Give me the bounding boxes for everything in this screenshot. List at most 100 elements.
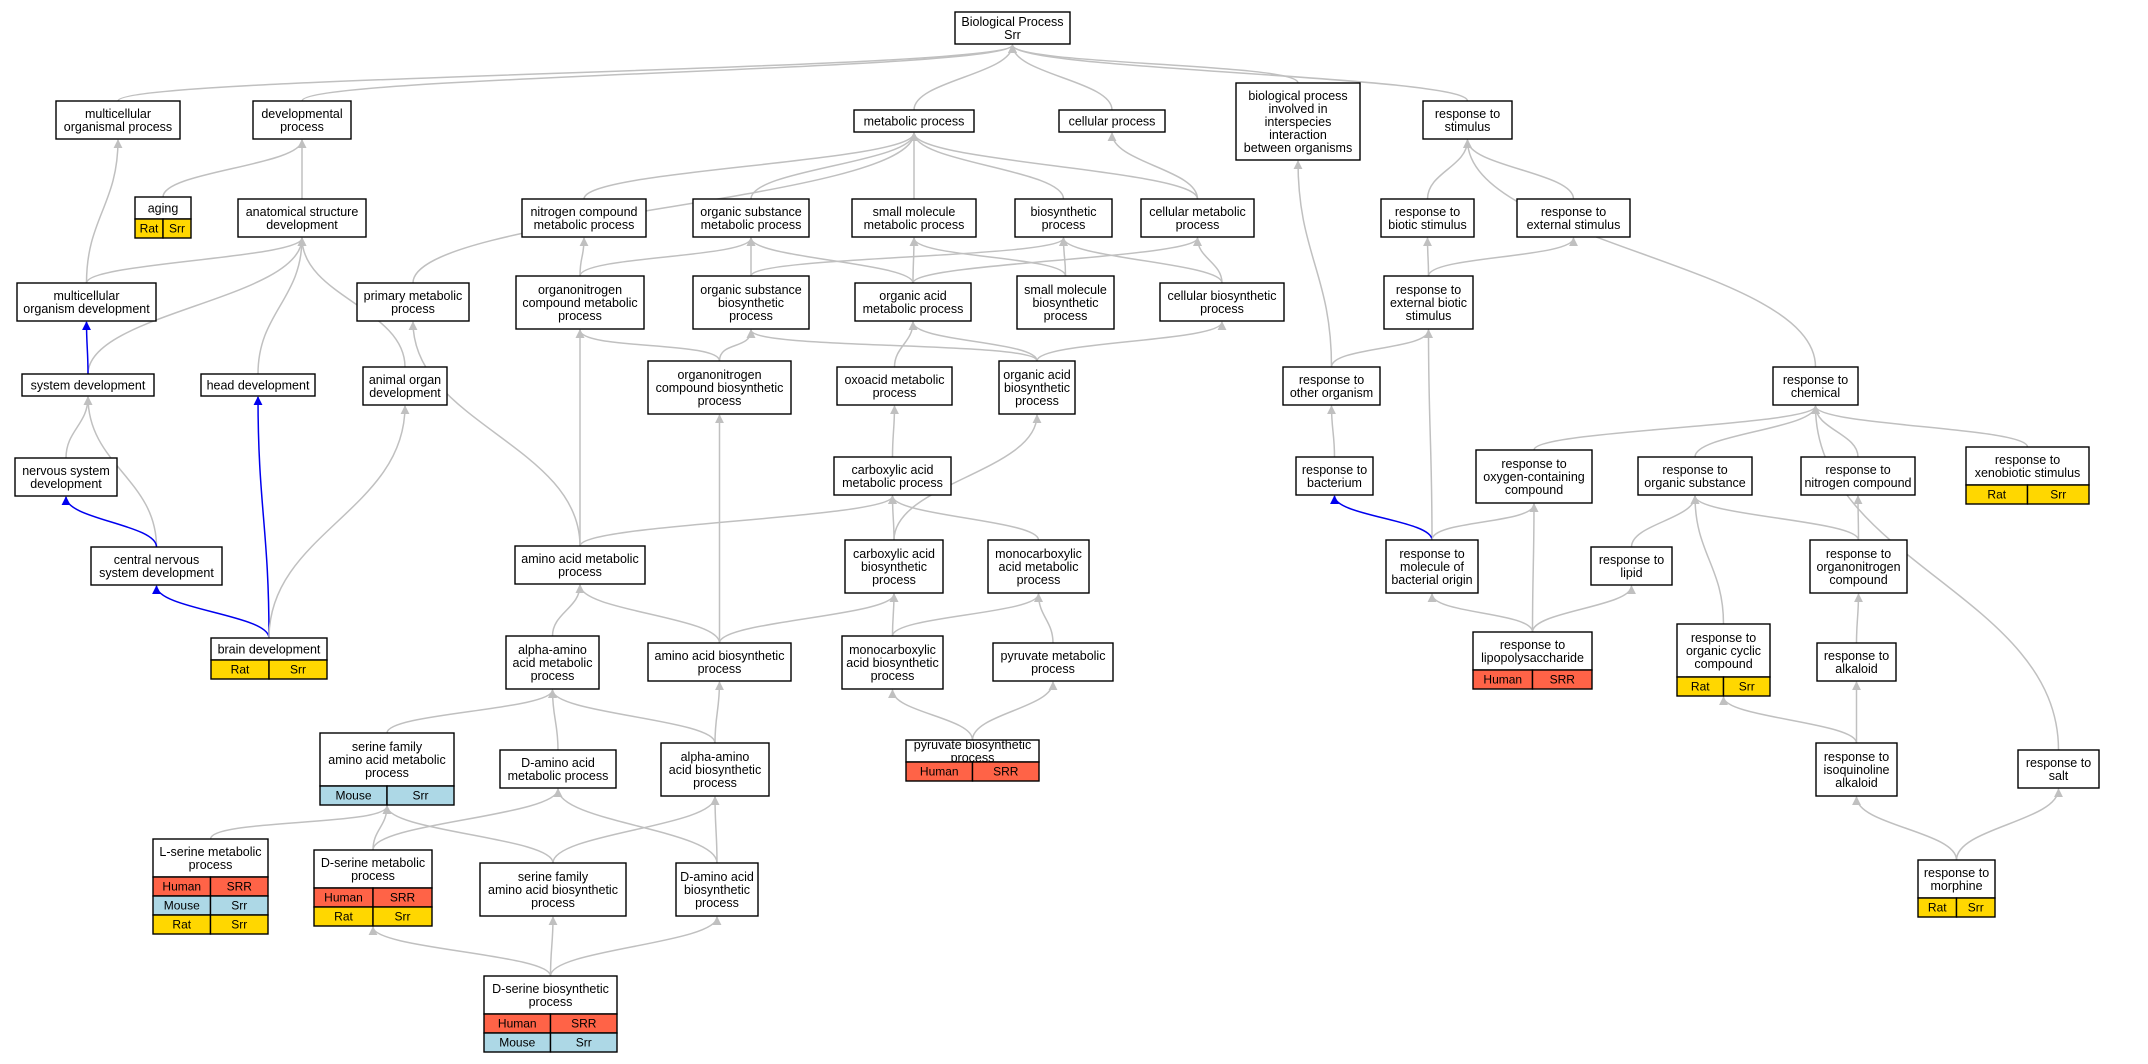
node-label-line: interspecies <box>1265 115 1332 129</box>
node-box <box>237 198 367 238</box>
node-label-line: process <box>871 669 915 683</box>
species-label: Rat <box>334 910 353 924</box>
edge-mcorgdev-to-multicell <box>85 139 123 284</box>
node-label-line: response to <box>1691 631 1756 645</box>
edge-dserbio-to-dser <box>368 926 552 977</box>
edge-respmolbact-to-respbact <box>1330 495 1433 541</box>
node-box <box>362 366 448 406</box>
node-label-line: metabolic process <box>534 218 635 232</box>
node-label-line: organism development <box>23 302 150 316</box>
edge-cellmetab-to-cellproc <box>1107 132 1199 200</box>
node-label-line: organonitrogen <box>1816 560 1900 574</box>
species-label: Human <box>1483 673 1522 687</box>
node-label-line: lipopolysaccharide <box>1481 651 1584 665</box>
edge-carbox-to-oxoacid <box>889 405 899 458</box>
edge-alphaaabio-to-alphaaa <box>548 689 716 744</box>
edge-devproc-to-bp <box>301 44 1017 102</box>
gene-label: Srr <box>231 899 247 913</box>
node-label-line: response to <box>1825 463 1890 477</box>
node-box <box>660 742 770 797</box>
edge-monocarb-to-carbox <box>888 495 1040 541</box>
node-label-line: bacterial origin <box>1391 573 1472 587</box>
node-label-line: stimulus <box>1445 120 1491 134</box>
edge-respiso-to-resporgcyc <box>1719 696 1858 744</box>
node-label-line: metabolic process <box>863 302 964 316</box>
edge-respmorph-to-respiso <box>1852 796 1958 861</box>
edge-nervdev-to-sysdev <box>65 396 93 459</box>
node-label-line: brain development <box>218 643 321 657</box>
node-label-line: Biological Process <box>961 15 1063 29</box>
node-box <box>647 360 792 415</box>
node-label-line: compound biosynthetic <box>656 381 784 395</box>
edge-carboxbio-to-orgacidbio <box>893 414 1042 541</box>
node-label-line: amino acid biosynthetic <box>488 883 618 897</box>
node-label-line: interaction <box>1269 128 1327 142</box>
species-label: Mouse <box>164 899 200 913</box>
gene-label: Srr <box>290 663 306 677</box>
edge-dserbio-to-serfambio <box>548 916 558 977</box>
node-box <box>992 642 1114 682</box>
node-box <box>844 539 944 594</box>
node-label-line: multicellular <box>85 107 151 121</box>
edge-dser-to-daamet <box>372 788 563 851</box>
node-label-line: process <box>1042 218 1086 232</box>
edge-respmorph-to-respsalt <box>1955 788 2063 861</box>
edge-cellproc-to-bp <box>1008 44 1113 111</box>
species-label: Human <box>498 1017 537 1031</box>
edge-orgnitbio-to-orgsubbio <box>718 329 756 362</box>
node-label-line: response to <box>1599 553 1664 567</box>
node-box <box>1772 366 1859 406</box>
edge-aamet-to-carbox <box>579 495 897 547</box>
node-label-line: multicellular <box>54 289 120 303</box>
node-label-line: process <box>558 565 602 579</box>
node-box <box>1800 456 1916 496</box>
edge-orgnitbio-to-orgnitmet <box>575 329 721 362</box>
node-label-line: nervous system <box>22 464 110 478</box>
edge-aabio-to-carboxbio <box>718 593 899 644</box>
node-label-line: response to <box>1435 107 1500 121</box>
species-label: Human <box>920 765 959 779</box>
edge-respalk-to-resporgnit <box>1853 593 1863 644</box>
node-label-line: alkaloid <box>1835 776 1877 790</box>
edge-respext-to-respstim <box>1463 139 1575 200</box>
edge-primmet-to-metab <box>412 132 919 284</box>
node-label-line: process <box>729 309 773 323</box>
node-label-line: metabolic process <box>508 769 609 783</box>
edge-resporgnit-to-respnit <box>1853 495 1863 541</box>
gene-cell <box>162 218 192 239</box>
node-box <box>152 838 269 878</box>
edge-oxoacid-to-orgacid <box>893 321 918 368</box>
gene-cell <box>2026 484 2090 505</box>
edge-monocarbbio-to-monocarb <box>891 593 1043 637</box>
edge-lser-to-serfam <box>209 805 392 840</box>
node-label-line: external biotic <box>1390 296 1467 310</box>
node-label-line: small molecule <box>1024 283 1107 297</box>
node-label-line: response to <box>1399 547 1464 561</box>
edge-orgacid-to-smallmol <box>909 237 919 284</box>
node-box <box>505 635 600 690</box>
node-box <box>514 545 646 585</box>
node-box <box>1140 198 1255 238</box>
